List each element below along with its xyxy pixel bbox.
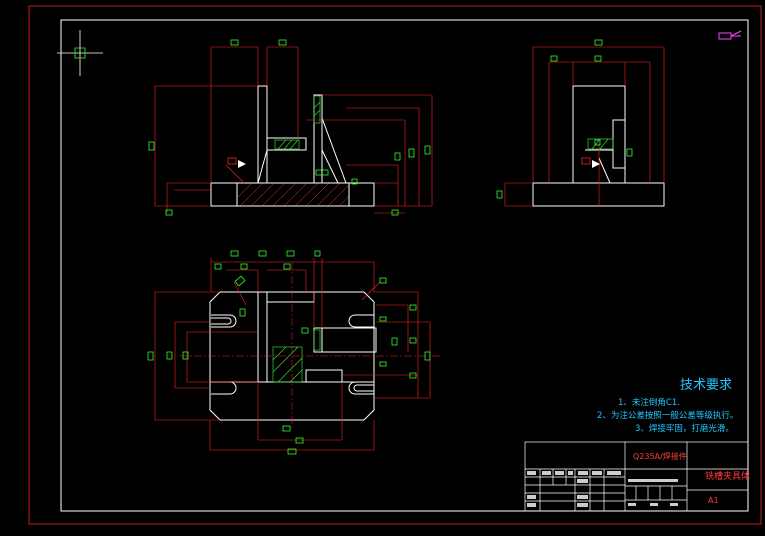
sheet-size: A1 <box>708 496 719 505</box>
top-view <box>147 250 440 455</box>
ucs-icon <box>718 30 742 40</box>
technical-notes: 技术要求 1、未注倒角C1. 2、为注公差按照一般公差等级执行。 3、焊接牢固，… <box>597 378 738 434</box>
front-left-upright <box>257 85 268 184</box>
section-arrow-icon <box>227 157 246 168</box>
notes-line-1: 1、未注倒角C1. <box>618 397 680 408</box>
top-base-plate <box>209 291 375 421</box>
front-right-support <box>313 94 323 184</box>
inner-border <box>60 19 749 512</box>
front-base-hatch <box>236 182 350 207</box>
side-base-plate <box>532 182 665 207</box>
outer-border <box>28 5 762 525</box>
front-view <box>148 39 433 216</box>
notes-line-2: 2、为注公差按照一般公差等级执行。 <box>597 410 738 421</box>
crosshair-cursor-icon <box>57 30 103 76</box>
notes-line-3: 3、焊接牢固，打磨光滑。 <box>635 423 734 434</box>
title-block: Q235A/焊接件 铣槽夹具体 A1 <box>524 441 750 512</box>
drawing-name: 铣槽夹具体 <box>705 470 750 482</box>
front-base-plate <box>210 182 375 207</box>
notes-title: 技术要求 <box>680 378 732 393</box>
top-upright <box>257 291 268 383</box>
material-label: Q235A/焊接件 <box>633 451 687 461</box>
side-view <box>496 39 665 207</box>
